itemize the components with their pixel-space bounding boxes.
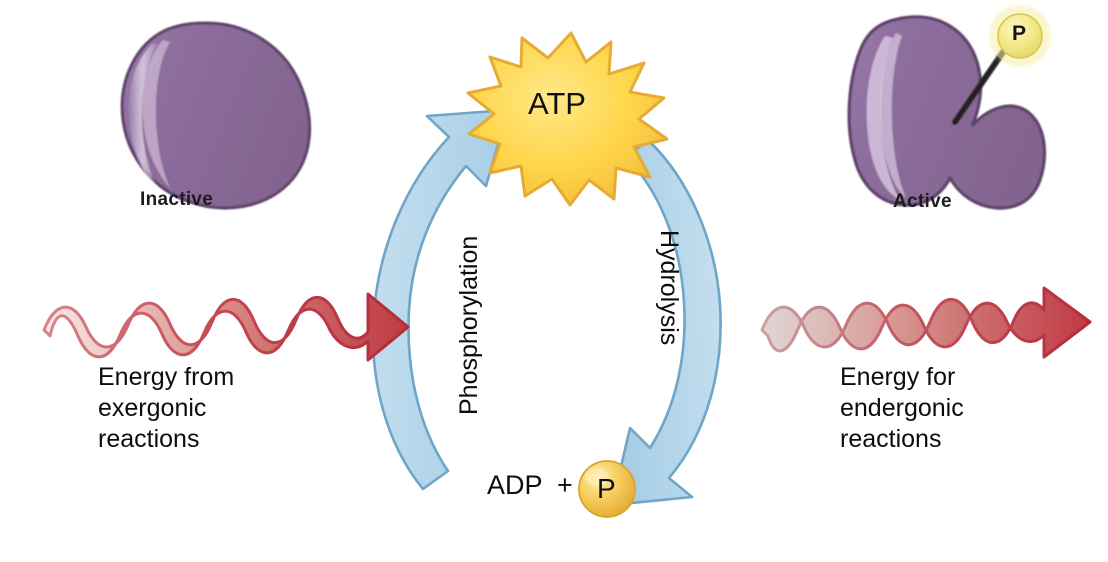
atp-starburst bbox=[466, 31, 669, 207]
endergonic-line-2: endergonic bbox=[840, 394, 964, 422]
active-protein-shape bbox=[847, 15, 1047, 210]
atp-label: ATP bbox=[528, 86, 586, 121]
phosphate-label: P bbox=[597, 473, 616, 504]
exergonic-line-2: exergonic bbox=[98, 394, 207, 422]
exergonic-line-1: Energy from bbox=[98, 363, 235, 391]
active-protein-caption: Active bbox=[893, 191, 952, 212]
phosphorylation-arrow bbox=[371, 108, 510, 491]
endergonic-energy-arrow bbox=[760, 286, 1092, 359]
endergonic-line-3: reactions bbox=[840, 425, 942, 453]
protein-phosphate-label: P bbox=[1012, 22, 1027, 45]
protein-phosphate-group bbox=[990, 6, 1050, 66]
exergonic-energy-arrow bbox=[42, 292, 410, 362]
hydrolysis-arrow bbox=[610, 138, 722, 507]
phosphate-sphere bbox=[578, 460, 636, 518]
endergonic-energy-caption: Energy for endergonic reactions bbox=[840, 362, 964, 455]
exergonic-energy-caption: Energy from exergonic reactions bbox=[98, 362, 234, 455]
inactive-protein-shape bbox=[120, 21, 312, 210]
endergonic-line-1: Energy for bbox=[840, 363, 956, 391]
inactive-protein-caption: Inactive bbox=[140, 189, 214, 210]
phosphorylation-label: Phosphorylation bbox=[455, 235, 483, 415]
hydrolysis-label: Hydrolysis bbox=[655, 230, 683, 346]
adp-label: ADP + bbox=[487, 470, 573, 500]
exergonic-line-3: reactions bbox=[98, 425, 200, 453]
